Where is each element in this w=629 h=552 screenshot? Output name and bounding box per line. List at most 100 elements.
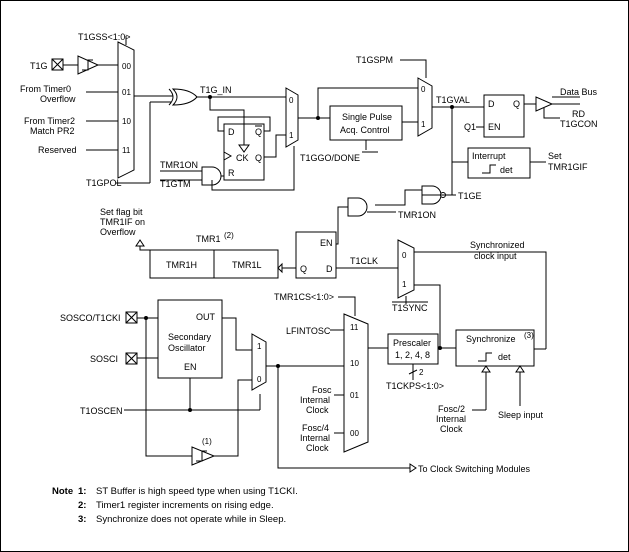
fosc-line2: Internal (300, 395, 330, 405)
mux-in-10: 10 (122, 117, 131, 126)
notes-heading: Note (52, 486, 73, 497)
prescaler-ratios: 1, 2, 4, 8 (395, 350, 430, 360)
tmr1h-register (149, 249, 215, 279)
sosci-label: SOSCI (90, 354, 118, 364)
oscillator-label: Oscillator (168, 343, 206, 353)
reg-en: EN (320, 238, 333, 248)
single-pulse-label: Single Pulse (342, 112, 392, 122)
reserved-label: Reserved (38, 145, 77, 155)
mux-in-01: 01 (122, 88, 131, 97)
t1cki-st-buffer (191, 446, 216, 466)
fosc-line1: Fosc (312, 385, 332, 395)
interrupt-label: Interrupt (472, 151, 506, 161)
reg-q: Q (300, 264, 307, 274)
spmux-1: 1 (421, 120, 426, 129)
tmr1on-label-a: TMR1ON (160, 160, 198, 170)
t1clk-label: T1CLK (350, 256, 378, 266)
oscmux-0: 0 (257, 375, 262, 384)
t1gpol-xor-gate (171, 88, 198, 106)
synchronize-note: (3) (524, 331, 534, 340)
synchronize-label: Synchronize (466, 334, 516, 344)
fosc4-line2: Internal (300, 433, 330, 443)
syncmux-0: 0 (402, 251, 407, 260)
osc-en-label: EN (184, 362, 197, 372)
q1-label: Q1 (464, 122, 476, 132)
match-pr2-label: Match PR2 (30, 126, 75, 136)
t1gtm-mux (285, 87, 299, 148)
note-3-text: Synchronize does not operate while in Sl… (96, 514, 286, 525)
tmr1on-label-b: TMR1ON (398, 210, 436, 220)
note-1-num: 1: (78, 486, 86, 497)
tmr1cs-label: TMR1CS<1:0> (274, 292, 334, 302)
osc-out-label: OUT (196, 312, 216, 322)
t1gpol-label: T1GPOL (86, 178, 122, 188)
dff-q: Q (513, 99, 520, 109)
data-bus-label: Data Bus (560, 87, 598, 97)
t1gval-label: T1GVAL (436, 95, 470, 105)
secondary-oscillator (157, 299, 223, 379)
clkmux-01: 01 (350, 391, 359, 400)
tff-qbar: Q (255, 127, 262, 137)
reg-d: D (326, 264, 333, 274)
tmr1h-label: TMR1H (166, 260, 197, 270)
set-flag-line3: Overflow (100, 227, 136, 237)
prescaler-label: Prescaler (393, 338, 431, 348)
note-1-text: ST Buffer is high speed type when using … (96, 486, 298, 497)
t1g-in-label: T1G_IN (200, 85, 232, 95)
tmr1l-label: TMR1L (232, 260, 262, 270)
t1oscen-label: T1OSCEN (80, 406, 123, 416)
st-buffer-note: (1) (202, 437, 212, 446)
tff-r: R (228, 168, 235, 178)
tff-d: D (228, 127, 235, 137)
sync-clk-line2: clock input (474, 251, 517, 261)
set-label: Set (548, 151, 562, 161)
sync-det-label: det (498, 352, 511, 362)
tmr1-label: TMR1 (196, 234, 221, 244)
ck-invert (238, 144, 250, 153)
synchronize-block (455, 329, 535, 367)
fosc4-line3: Clock (306, 443, 329, 453)
clkmux-00: 00 (350, 429, 359, 438)
tff-q: Q (255, 153, 262, 163)
spmux-0: 0 (421, 85, 426, 94)
sleep-input-label: Sleep input (498, 410, 544, 420)
tmr1on-and-gate-b (347, 197, 368, 217)
data-bus-buffer (535, 96, 554, 112)
fosc4-line1: Fosc/4 (302, 423, 329, 433)
t1gval-dflipflop (483, 94, 525, 138)
t1gss-label: T1GSS<1:0> (78, 32, 131, 42)
interrupt-detect-block (467, 147, 531, 179)
tmr1gif-label: TMR1GIF (548, 162, 588, 172)
tmr1-note: (2) (224, 231, 234, 240)
fosc2-line3: Clock (440, 424, 463, 434)
note-3-num: 3: (78, 514, 86, 525)
mux-in-00: 00 (122, 62, 131, 71)
sosco-label: SOSCO/T1CKI (60, 313, 121, 323)
t1sync-mux (397, 239, 415, 299)
oscmux-1: 1 (257, 342, 262, 351)
single-pulse-acq-control (329, 105, 403, 141)
secondary-label: Secondary (168, 332, 212, 342)
t1ge-label: T1GE (458, 191, 482, 201)
clkmux-10: 10 (350, 359, 359, 368)
from-timer0-label: From Timer0 (20, 84, 71, 94)
fosc2-line1: Fosc/2 (438, 404, 465, 414)
mux-in-11: 11 (122, 146, 131, 155)
t1g-label: T1G (30, 61, 48, 71)
oscillator-select-mux (251, 333, 267, 391)
clkmux-11: 11 (350, 323, 359, 332)
note-2-text: Timer1 register increments on rising edg… (96, 500, 274, 511)
set-flag-line2: TMR1IF on (100, 217, 145, 227)
tff-ck: CK (236, 153, 249, 163)
overflow-label: Overflow (40, 94, 76, 104)
gate-source-mux (117, 41, 135, 179)
sync-clk-line1: Synchronized (470, 240, 525, 250)
to-clock-switching-label: To Clock Switching Modules (418, 464, 531, 474)
t1sync-label: T1SYNC (392, 303, 428, 313)
lfintosc-label: LFINTOSC (286, 326, 331, 336)
set-flag-line1: Set flag bit (100, 207, 143, 217)
fosc2-line2: Internal (436, 414, 466, 424)
fosc-line3: Clock (306, 405, 329, 415)
tmux-0: 0 (289, 96, 294, 105)
